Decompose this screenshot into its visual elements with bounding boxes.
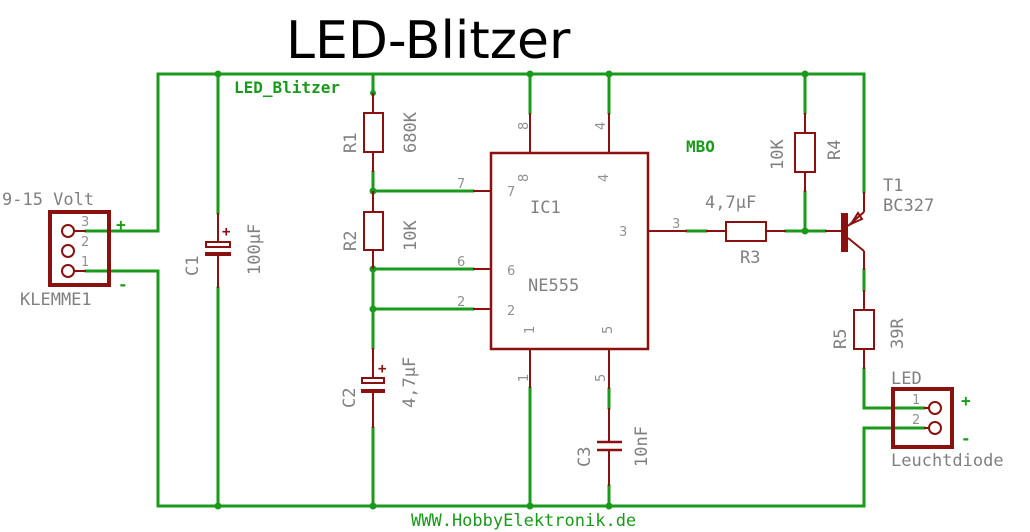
r2-name: R2 xyxy=(341,231,361,251)
ic-pin-5-outer: 5 xyxy=(594,374,609,382)
c2-plus-sign: + xyxy=(378,361,386,377)
terminal-name: KLEMME1 xyxy=(20,290,92,310)
t1-value: BC327 xyxy=(883,196,934,216)
t1-emitter-arrow xyxy=(848,211,864,227)
led-terminal-pin-2 xyxy=(928,421,942,435)
r3-body xyxy=(725,221,767,242)
ic-pin-6-outer: 6 xyxy=(457,255,465,270)
power-terminal: 3 2 1 9-15 Volt KLEMME1 + - xyxy=(2,190,128,310)
junctions xyxy=(214,70,809,510)
c2-name: C2 xyxy=(340,388,360,408)
ic-pin-2-inner: 2 xyxy=(507,304,515,319)
ic-pin-8-inner: 8 xyxy=(517,174,532,182)
ic-pin-7-inner: 7 xyxy=(507,185,515,200)
terminal-pin-2 xyxy=(61,244,75,258)
resistor-r1: R1 680K xyxy=(341,93,421,172)
led-minus-sign: - xyxy=(961,429,971,448)
r2-value: 10K xyxy=(401,220,421,251)
terminal-pin-label-1: 1 xyxy=(81,255,89,270)
r5-name: R5 xyxy=(831,329,851,349)
t1-name: T1 xyxy=(883,176,903,196)
resistor-r3: 4,7µF R3 xyxy=(705,193,786,268)
terminal-plus-sign: + xyxy=(116,215,126,234)
terminal-pin-label-3: 3 xyxy=(81,215,89,230)
ic-pin-6-inner: 6 xyxy=(507,264,515,279)
terminal-body xyxy=(48,210,111,287)
led-terminal-pin-1 xyxy=(928,401,942,415)
transistor-t1: T1 BC327 xyxy=(825,176,934,270)
ic-pin-1-inner: 1 xyxy=(523,326,538,334)
ic-pin-1-outer: 1 xyxy=(517,374,532,382)
t1-collector-line xyxy=(847,237,865,252)
r5-body xyxy=(853,309,875,350)
c2-value: 4,7µF xyxy=(400,357,420,408)
ic-pin-8-outer: 8 xyxy=(517,122,532,130)
resistor-r2: R2 10K xyxy=(341,191,421,269)
r1-name: R1 xyxy=(341,133,361,153)
terminal-voltage-label: 9-15 Volt xyxy=(2,190,94,210)
schematic-title: LED-Blitzer xyxy=(286,11,571,71)
resistor-r4: 10K R4 xyxy=(768,113,845,192)
wires xyxy=(84,72,926,508)
junction xyxy=(526,502,534,510)
r5-value: 39R xyxy=(888,318,908,349)
junction xyxy=(605,502,613,510)
ic-name: IC1 xyxy=(530,198,561,218)
c1-value: 100µF xyxy=(245,224,265,275)
ic-ne555: 8 4 7 6 2 3 1 5 8 4 7 6 2 3 1 5 IC1 NE55… xyxy=(457,113,687,389)
t1-base-bar xyxy=(841,213,848,252)
led-pin-label-2: 2 xyxy=(912,413,920,428)
r4-name: R4 xyxy=(825,140,845,160)
ic-pin-4-outer: 4 xyxy=(594,122,609,130)
c3-name: C3 xyxy=(575,447,595,467)
junction xyxy=(801,70,809,78)
r3-value: 4,7µF xyxy=(705,193,756,213)
ic-pin-5-inner: 5 xyxy=(601,326,616,334)
ic-pin-2-outer: 2 xyxy=(457,295,465,310)
ic-body xyxy=(489,151,650,351)
c1-name: C1 xyxy=(183,256,203,276)
c1-plus-sign: + xyxy=(222,224,230,240)
r2-body xyxy=(363,211,384,251)
net-label-mbo: MBO xyxy=(686,137,715,156)
r1-value: 680K xyxy=(401,111,421,153)
r3-name: R3 xyxy=(740,248,760,268)
junction xyxy=(801,227,809,235)
ic-value: NE555 xyxy=(528,276,579,296)
c1-plate-positive xyxy=(205,241,231,248)
c3-value: 10nF xyxy=(632,426,652,467)
led-name: Leuchtdiode xyxy=(891,451,1004,471)
r4-value: 10K xyxy=(768,139,788,170)
led-pin-label-1: 1 xyxy=(912,393,920,408)
capacitor-c2: + C2 4,7µF xyxy=(340,348,420,428)
capacitor-c1: + C1 100µF xyxy=(183,213,265,288)
junction xyxy=(526,70,534,78)
r1-body xyxy=(363,112,384,153)
led-plus-sign: + xyxy=(961,391,971,410)
junction xyxy=(369,305,377,313)
c2-plate-positive xyxy=(361,377,385,384)
terminal-minus-sign: - xyxy=(118,275,128,294)
terminal-pin-3 xyxy=(61,224,75,238)
capacitor-c3: C3 10nF xyxy=(575,408,652,486)
ic-pin-7-outer: 7 xyxy=(457,177,465,192)
junction xyxy=(214,502,222,510)
ic-pin-3-outer: 3 xyxy=(672,217,680,232)
net-label-led-blitzer: LED_Blitzer xyxy=(234,78,340,97)
junction xyxy=(214,70,222,78)
ic-pin-3-inner: 3 xyxy=(619,225,627,240)
ic-pin-4-inner: 4 xyxy=(597,174,612,182)
junction xyxy=(605,70,613,78)
r4-body xyxy=(794,132,816,173)
junction xyxy=(369,502,377,510)
led-terminal-body xyxy=(891,387,954,449)
terminal-pin-1 xyxy=(61,264,75,278)
led-terminal: 1 2 LED Leuchtdiode + - xyxy=(891,369,1004,471)
terminal-pin-label-2: 2 xyxy=(81,235,89,250)
resistor-r5: R5 39R xyxy=(831,290,908,369)
led-label: LED xyxy=(891,369,922,389)
footer-website: WWW.HobbyElektronik.de xyxy=(411,511,636,531)
